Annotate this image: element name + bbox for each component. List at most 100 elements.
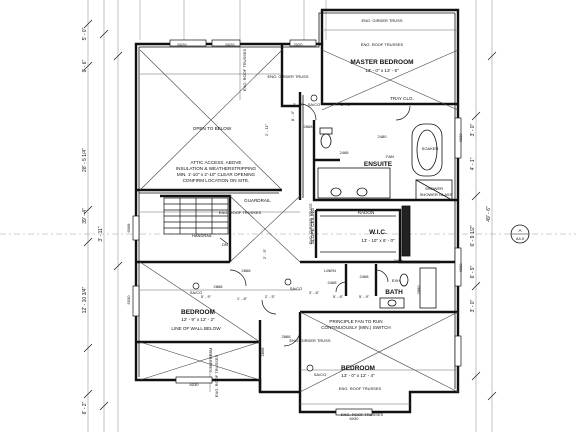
grid-ref-bubble xyxy=(510,224,530,244)
grid-bubble-letter: A xyxy=(518,228,522,233)
truss-roof-vertical: ENG. ROOF TRUSSES xyxy=(242,48,247,91)
sa-co-markers xyxy=(192,94,318,372)
truss-roof-vertical-2: ENG. ROOF TRUSSES xyxy=(214,354,219,397)
bedroom2-label: BEDROOM xyxy=(341,365,375,372)
dim-left-6: 12' - 10 3/4" xyxy=(82,286,88,313)
wic-size: 13' - 10" x 6' - 0" xyxy=(361,238,395,243)
code-2: 2868 xyxy=(282,334,292,339)
truss-lines xyxy=(140,29,458,405)
linen-note: LINEN xyxy=(324,268,336,273)
truss-girder-vertical: ENG. GIRDER TRUSS xyxy=(308,203,313,244)
code-7: 2468 xyxy=(340,150,350,155)
code-1: 2868 xyxy=(242,268,252,273)
dim-int-1: 8' - 4" xyxy=(290,110,295,121)
truss-roof-top: ENG. ROOF TRUSSES xyxy=(361,42,404,47)
dim-int-6: 1' - 8" xyxy=(237,296,248,301)
grid-bubble-sheet: A4.0 xyxy=(516,236,525,241)
master-bedroom-label: MASTER BEDROOM xyxy=(350,59,413,66)
dim-int-10: 2' - 9" xyxy=(262,248,267,259)
dim-int-4: 2' - 11" xyxy=(264,123,269,136)
dim-right-1: 3' - 0" xyxy=(470,123,476,136)
sa-co-3: SA/CO xyxy=(190,290,202,295)
master-bedroom-size: 13' - 0" x 13' - 6" xyxy=(365,68,399,73)
attic-note-3: MIN. 1'-10" x 2'-10" CLEAR OPENING xyxy=(177,172,256,177)
truss-diagonals xyxy=(139,49,459,393)
dim-left-7: 6' - 2" xyxy=(82,401,88,414)
code-6: 2868 xyxy=(304,124,314,129)
princ-fan-note-2: CONTINUOUSLY (MIN.) SWITCH xyxy=(321,325,391,330)
dim-left-5: 39' - 4" xyxy=(82,208,88,224)
dim-int-5: 2' - 5" xyxy=(265,294,276,299)
soaker-note: SOAKER xyxy=(422,146,439,151)
code-12: 5030 xyxy=(126,295,131,305)
bedroom1-size: 12' - 9" x 12' - 2" xyxy=(181,317,215,322)
bedroom1-label: BEDROOM xyxy=(181,309,215,316)
dim-left-1: 5' - 0" xyxy=(82,27,88,40)
dimension-labels: 6020 6020 2020 5' - 0" 9' - 6" 28' - 5 1… xyxy=(82,27,492,421)
open-below-note: OPEN TO BELOW xyxy=(193,126,232,131)
slope-ceiling-note: SLOPE CEILING xyxy=(310,207,316,244)
beam-note: 2-2x10 BEAM xyxy=(208,348,213,373)
code-3: 2468 xyxy=(328,280,338,285)
sa-co-2: SA/CO xyxy=(290,286,302,291)
attic-note-2: INSULATION & WEATHERSTRIPPING xyxy=(176,166,257,171)
dim-top-1: 6020 xyxy=(178,42,188,47)
dim-int-8: 5' - 9" xyxy=(359,294,370,299)
code-14: 2868 xyxy=(260,347,265,357)
fan-note: FAN xyxy=(386,154,394,159)
left-dim-ticks xyxy=(83,19,497,411)
windows xyxy=(132,39,462,416)
sa-co-1: SA/CO xyxy=(308,102,320,107)
code-10: 6030 xyxy=(190,382,200,387)
dim-top-3: 2020 xyxy=(294,42,304,47)
truss-labels: ENG. GIRDER TRUSS ENG. ROOF TRUSSES ENG.… xyxy=(214,18,404,417)
line-of-wall-note: LINE OF WALL BELOW xyxy=(171,326,221,331)
wall-inner-lines xyxy=(138,12,456,389)
sa-co-4: SA/CO xyxy=(314,372,326,377)
dim-left-3: 28' - 5 1/4" xyxy=(82,148,88,172)
truss-girder-bottom: ENG. GIRDER TRUSS xyxy=(289,338,330,343)
dim-int-7: 5' - 6" xyxy=(333,294,344,299)
truss-girder-top: ENG. GIRDER TRUSS xyxy=(361,18,402,23)
tray-ceiling-note: TRAY CLG. xyxy=(390,96,414,101)
code-9: 4030 xyxy=(458,263,463,273)
dim-right-2: 4' - 1" xyxy=(470,157,476,170)
dim-int-3: 5' - 9" xyxy=(341,102,352,107)
truss-roof-bottom-2: ENG. ROOF TRUSSES xyxy=(341,412,384,417)
dim-int-9: 5' - 9" xyxy=(201,294,212,299)
dim-left-4: 3' - 11" xyxy=(98,226,104,241)
wic-label: W.I.C. xyxy=(369,229,387,236)
truss-girder-hall: ENG. GIRDER TRUSS xyxy=(267,74,308,79)
radon-note: RADON xyxy=(358,210,375,215)
guardrail-note: GUARDRAIL xyxy=(244,198,271,203)
dim-right-4: 6' - 9 1/2" xyxy=(470,225,476,246)
exh-note: EXH xyxy=(392,278,400,283)
dim-top-2: 6020 xyxy=(226,42,236,47)
code-5: 2468 xyxy=(394,258,404,263)
code-4: 2468 xyxy=(360,274,370,279)
code-15: 2480 xyxy=(378,134,388,139)
ensuite-label: ENSUITE xyxy=(364,161,393,168)
code-11: 6030 xyxy=(350,416,360,421)
dim-int-11: 3' - 6" xyxy=(309,290,320,295)
room-labels: MASTER BEDROOM 13' - 0" x 13' - 6" ENSUI… xyxy=(181,59,414,378)
attic-note-4: CONFIRM LOCATION ON SITE. xyxy=(183,178,250,183)
attic-note-1: ATTIC ACCESS. ABOVE xyxy=(191,160,242,165)
dn-note: DN xyxy=(222,242,228,247)
truss-roof-bottom: ENG. ROOF TRUSSES xyxy=(339,386,382,391)
code-13: 2868 xyxy=(214,284,224,289)
truss-roof-mid: ENG. ROOF TRUSSES xyxy=(219,210,262,215)
stair xyxy=(163,197,229,245)
dim-right-6: 3' - 0" xyxy=(470,299,476,312)
marker-labels: SA/CO SA/CO SA/CO SA/CO A A4.0 xyxy=(190,102,525,377)
code-8: 4030 xyxy=(458,133,463,143)
code-16: 2880 xyxy=(416,285,421,295)
shower-note: SHOWER xyxy=(425,186,443,191)
bath-label: BATH xyxy=(385,289,403,296)
dim-int-2: 3' - 5" xyxy=(293,102,304,107)
dim-left-2: 9' - 6" xyxy=(82,59,88,72)
code-17: 6068 xyxy=(126,223,131,233)
princ-fan-note: PRINCIPLE FAN TO RUN xyxy=(329,319,382,324)
